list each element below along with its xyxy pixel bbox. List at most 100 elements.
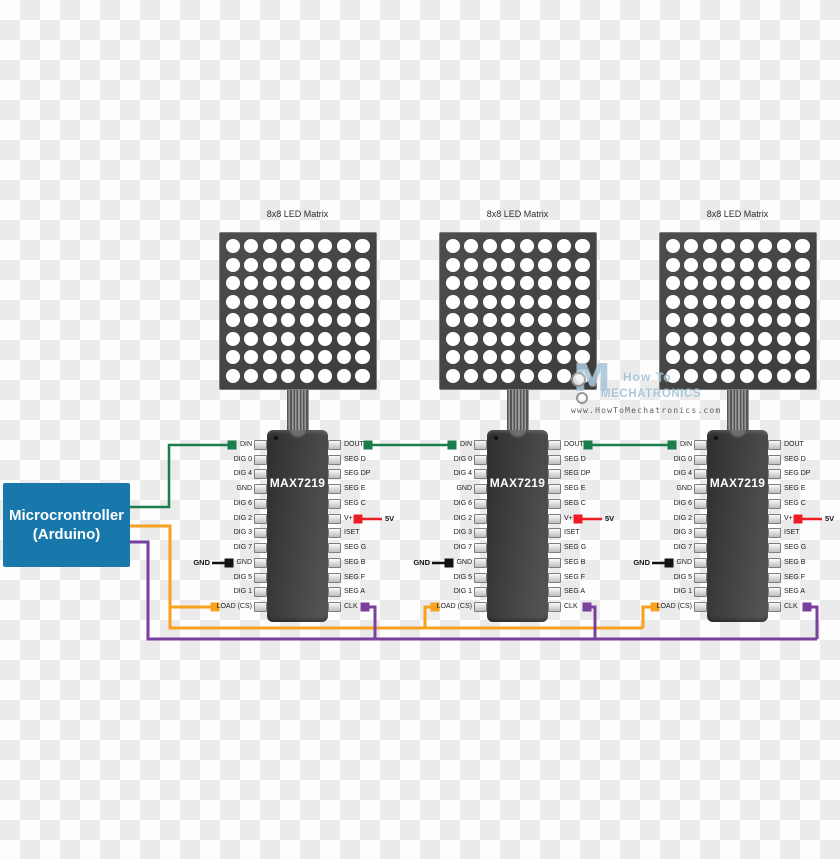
ribbon-cable-2	[506, 390, 529, 430]
led-dot	[355, 276, 370, 291]
led-dot	[464, 257, 479, 272]
pin-chip1-left-4	[254, 499, 267, 509]
max7219-chip-1: MAX7219	[267, 430, 328, 622]
pin-label-chip1-DIG 0: DIG 0	[233, 456, 252, 463]
led-dot	[299, 276, 314, 291]
wire-clk-bus	[130, 540, 817, 641]
led-dot	[795, 368, 810, 383]
pin-chip3-left-6	[694, 528, 707, 538]
led-dot	[575, 350, 590, 365]
ground-label-chip3: GND	[633, 558, 650, 567]
pin-label-chip1-SEG C: SEG C	[344, 500, 366, 507]
led-dot	[281, 294, 296, 309]
pin-label-chip3-SEG F: SEG F	[784, 574, 806, 581]
led-dot	[336, 313, 351, 328]
led-dot	[299, 257, 314, 272]
led-dot	[318, 294, 333, 309]
led-dot	[482, 368, 497, 383]
led-dot	[445, 368, 460, 383]
led-dot	[501, 331, 516, 346]
led-dot	[464, 276, 479, 291]
pin-chip1-right-6	[328, 528, 341, 538]
led-dot	[758, 239, 773, 254]
pin-label-chip1-SEG DP: SEG DP	[344, 470, 371, 477]
pin-label-chip3-GND: GND	[676, 559, 692, 566]
led-dot	[665, 313, 680, 328]
pin-label-chip3-DIG 0: DIG 0	[673, 456, 692, 463]
led-dot	[575, 239, 590, 254]
led-dot	[318, 331, 333, 346]
led-dot	[244, 294, 259, 309]
led-dot	[281, 276, 296, 291]
led-dot	[575, 331, 590, 346]
led-dot	[721, 368, 736, 383]
led-dot	[262, 276, 277, 291]
led-dot	[262, 350, 277, 365]
led-dot	[244, 331, 259, 346]
led-dot	[702, 257, 717, 272]
led-dot	[556, 294, 571, 309]
pin-label-chip2-DIG 2: DIG 2	[453, 515, 472, 522]
led-dot	[318, 257, 333, 272]
led-dot	[445, 331, 460, 346]
pin-label-chip1-DIN: DIN	[239, 441, 252, 448]
led-dot	[665, 239, 680, 254]
led-dot	[445, 276, 460, 291]
pin-chip3-right-6	[768, 528, 781, 538]
pin-chip2-right-8	[548, 558, 561, 568]
led-dot	[665, 257, 680, 272]
chip-name-2: MAX7219	[489, 476, 546, 490]
led-dot	[464, 368, 479, 383]
led-dot	[721, 313, 736, 328]
pin-chip3-right-2	[768, 469, 781, 479]
pin-label-chip3-DIG 6: DIG 6	[673, 500, 692, 507]
led-dot	[445, 239, 460, 254]
pin-label-chip2-DIG 5: DIG 5	[453, 574, 472, 581]
led-dot	[575, 313, 590, 328]
pin-label-chip2-DIG 7: DIG 7	[453, 544, 472, 551]
pin-chip1-right-7	[328, 543, 341, 553]
connector-clk-chip2	[582, 602, 592, 612]
led-dot	[482, 313, 497, 328]
led-dot	[445, 257, 460, 272]
led-dot	[244, 368, 259, 383]
led-dot	[464, 350, 479, 365]
led-dot	[501, 239, 516, 254]
led-dot	[776, 368, 791, 383]
led-dot	[776, 239, 791, 254]
pin-chip3-right-1	[768, 455, 781, 465]
led-dot	[739, 294, 754, 309]
led-dot	[262, 368, 277, 383]
led-dot	[776, 331, 791, 346]
wire-din-mcu-to-chip1	[130, 443, 232, 509]
led-dot	[299, 350, 314, 365]
led-dot	[501, 257, 516, 272]
pin-label-chip1-DIG 5: DIG 5	[233, 574, 252, 581]
led-dot	[702, 239, 717, 254]
matrix-label-2: 8x8 LED Matrix	[486, 209, 549, 219]
supply-5v-label-chip3: 5V	[825, 514, 835, 523]
pin-chip1-right-4	[328, 499, 341, 509]
led-matrix-2	[438, 232, 597, 390]
connector-5v-chip3	[793, 514, 803, 524]
led-dot	[336, 257, 351, 272]
led-dot	[318, 276, 333, 291]
pin-label-chip3-DIG 5: DIG 5	[673, 574, 692, 581]
pin-chip1-right-1	[328, 455, 341, 465]
led-dot	[684, 350, 699, 365]
led-dot	[758, 257, 773, 272]
chip-notch	[288, 430, 307, 439]
led-dot	[758, 294, 773, 309]
led-dot	[702, 294, 717, 309]
led-dot	[318, 313, 333, 328]
led-dot	[519, 350, 534, 365]
pin-chip2-left-6	[474, 528, 487, 538]
led-dot	[336, 331, 351, 346]
led-dot	[795, 239, 810, 254]
pin-chip3-left-1	[694, 455, 707, 465]
led-dot	[482, 331, 497, 346]
led-dot	[739, 257, 754, 272]
pin-label-chip3-SEG G: SEG G	[784, 544, 807, 551]
led-dot	[299, 313, 314, 328]
matrix-label-1: 8x8 LED Matrix	[266, 209, 329, 219]
